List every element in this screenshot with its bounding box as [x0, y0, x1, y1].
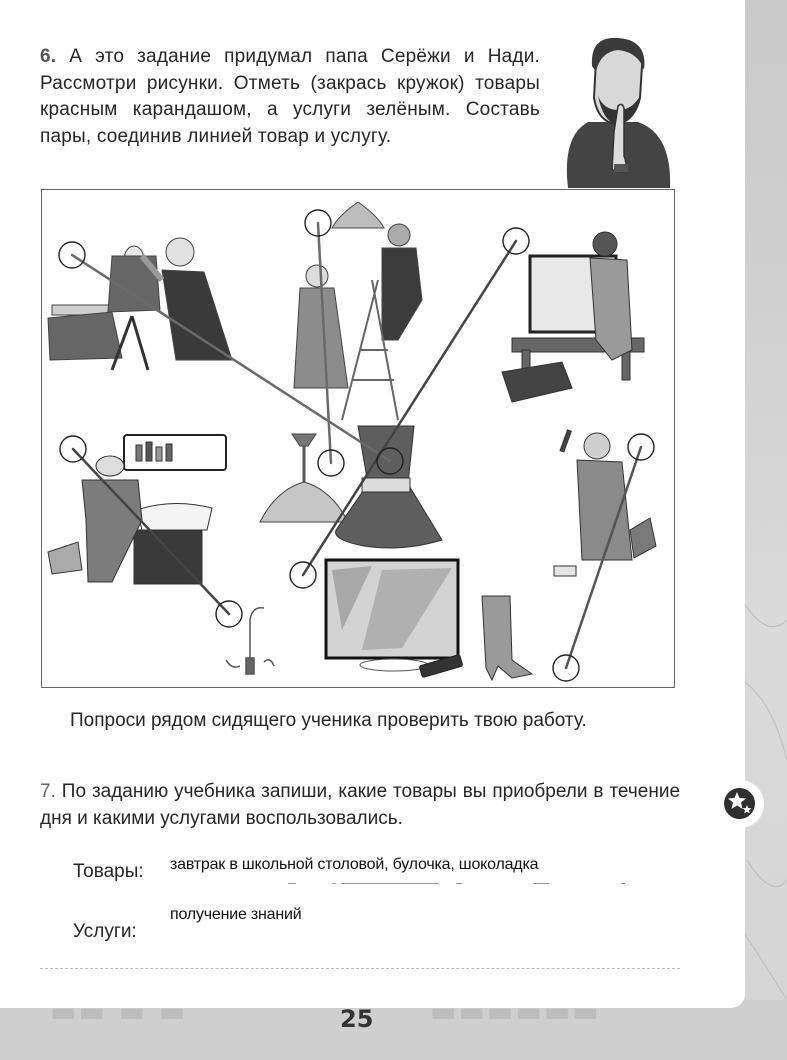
page-number: 25 — [340, 1005, 374, 1033]
matching-illustration — [41, 189, 675, 688]
faucet-item — [225, 607, 275, 675]
goods-answer-field[interactable]: завтрак в школьной столовой, булочка, шо… — [170, 856, 539, 873]
circle-tv[interactable] — [289, 561, 317, 589]
task-6: 6. А это задание придумал папа Серёжи и … — [40, 44, 540, 150]
answer-line-dash — [332, 883, 336, 884]
line-shoemaker-boots — [564, 445, 643, 670]
tv-repair-scene — [501, 231, 645, 403]
shoemaker-scene — [553, 429, 657, 577]
task-6-number: 6. — [40, 46, 57, 67]
father-illustration — [566, 37, 671, 188]
answer-line — [341, 883, 439, 884]
boots-item — [482, 596, 534, 682]
goods-label: Товары: — [73, 861, 144, 882]
lamp-item — [259, 433, 349, 523]
tv-item — [324, 558, 463, 678]
line-electrician-lamp — [316, 221, 333, 465]
circle-tv-repair[interactable] — [502, 227, 530, 255]
footer-decoration: ▬▬ ▬ ▬ — [50, 995, 188, 1028]
circle-faucet[interactable] — [215, 600, 243, 628]
electrician-scene — [293, 201, 423, 421]
circle-boots[interactable] — [552, 654, 580, 682]
workbook-page: 6. А это задание придумал папа Серёжи и … — [40, 37, 681, 969]
circle-plumber[interactable] — [59, 435, 87, 463]
decorative-lines — [742, 599, 787, 1060]
answer-line-dash — [533, 883, 549, 884]
circle-lamp[interactable] — [317, 449, 345, 477]
star-badge-icon — [716, 780, 764, 828]
plumber-scene — [47, 434, 227, 585]
services-answer-field[interactable]: получение знаний — [170, 906, 302, 923]
task-7-number: 7. — [40, 781, 56, 802]
star-ball — [724, 788, 755, 819]
line-tvrepair-tv — [301, 239, 518, 577]
circle-shoemaker[interactable] — [627, 433, 655, 461]
task-6-text: А это задание придумал папа Серёжи и Над… — [40, 46, 540, 147]
answer-line-bottom — [40, 968, 680, 969]
peer-check-instruction: Попроси рядом сидящего ученика проверить… — [70, 710, 587, 731]
answer-line-dash — [288, 883, 296, 884]
footer-decoration: ▬▬▬▬▬▬ — [430, 995, 601, 1028]
circle-tailor[interactable] — [58, 241, 86, 269]
answer-line-dash — [621, 883, 625, 884]
line-plumber-faucet — [71, 447, 231, 616]
answer-line-dash — [456, 883, 462, 884]
tailor-scene — [47, 237, 233, 371]
star-icon — [728, 792, 752, 814]
services-label: Услуги: — [73, 921, 137, 942]
answer-circles — [58, 209, 655, 682]
circle-dress[interactable] — [376, 447, 404, 475]
page-edge-strip — [742, 0, 787, 1060]
illustration-canvas — [42, 190, 657, 682]
footer-band — [0, 1000, 787, 1060]
task-7-text: По заданию учебника запиши, какие товары… — [40, 781, 681, 829]
task-7: 7. По заданию учебника запиши, какие тов… — [40, 779, 680, 832]
circle-electrician[interactable] — [304, 209, 332, 237]
line-tailor-dress — [70, 253, 392, 463]
dress-item — [335, 425, 443, 549]
connection-lines — [70, 221, 643, 670]
